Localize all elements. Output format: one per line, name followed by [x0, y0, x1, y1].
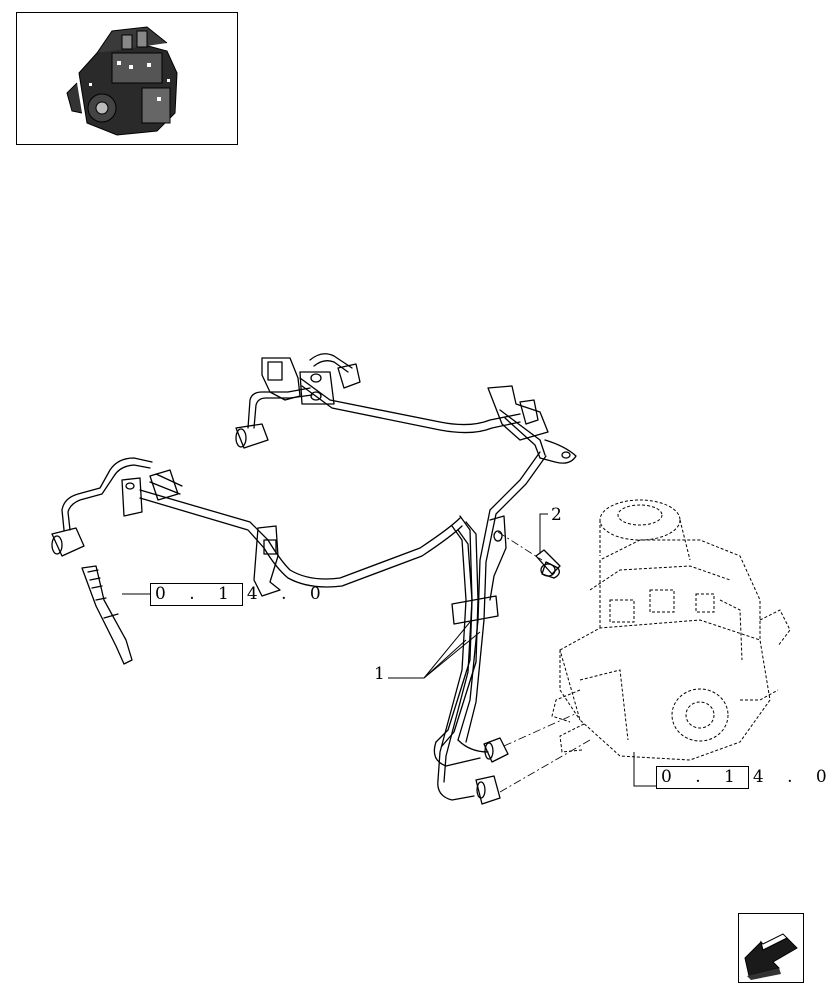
injector-part — [81, 565, 133, 665]
reference-boxed-part: 0 . 1 — [150, 583, 243, 606]
callout-leaders — [122, 513, 656, 787]
upper-fuel-pipe — [235, 353, 577, 464]
callout-item-2: 2 — [551, 505, 562, 525]
reference-rest-part: 4 . 0 — [752, 767, 832, 787]
engine-thumbnail — [16, 12, 238, 145]
injection-pump-dashed — [551, 499, 791, 761]
next-page-arrow-icon — [744, 933, 798, 980]
next-page-button[interactable] — [738, 913, 804, 983]
callout-item-1: 1 — [374, 664, 385, 684]
lower-fuel-pipe — [51, 457, 463, 597]
reference-boxed-part: 0 . 1 — [656, 766, 749, 789]
reference-rest-part: 4 . 0 — [246, 584, 330, 604]
bolt-part — [535, 549, 561, 579]
engine-thumbnail-icon — [66, 26, 178, 136]
vertical-pipe-bundle — [433, 451, 547, 805]
alignment-lines — [497, 531, 591, 793]
